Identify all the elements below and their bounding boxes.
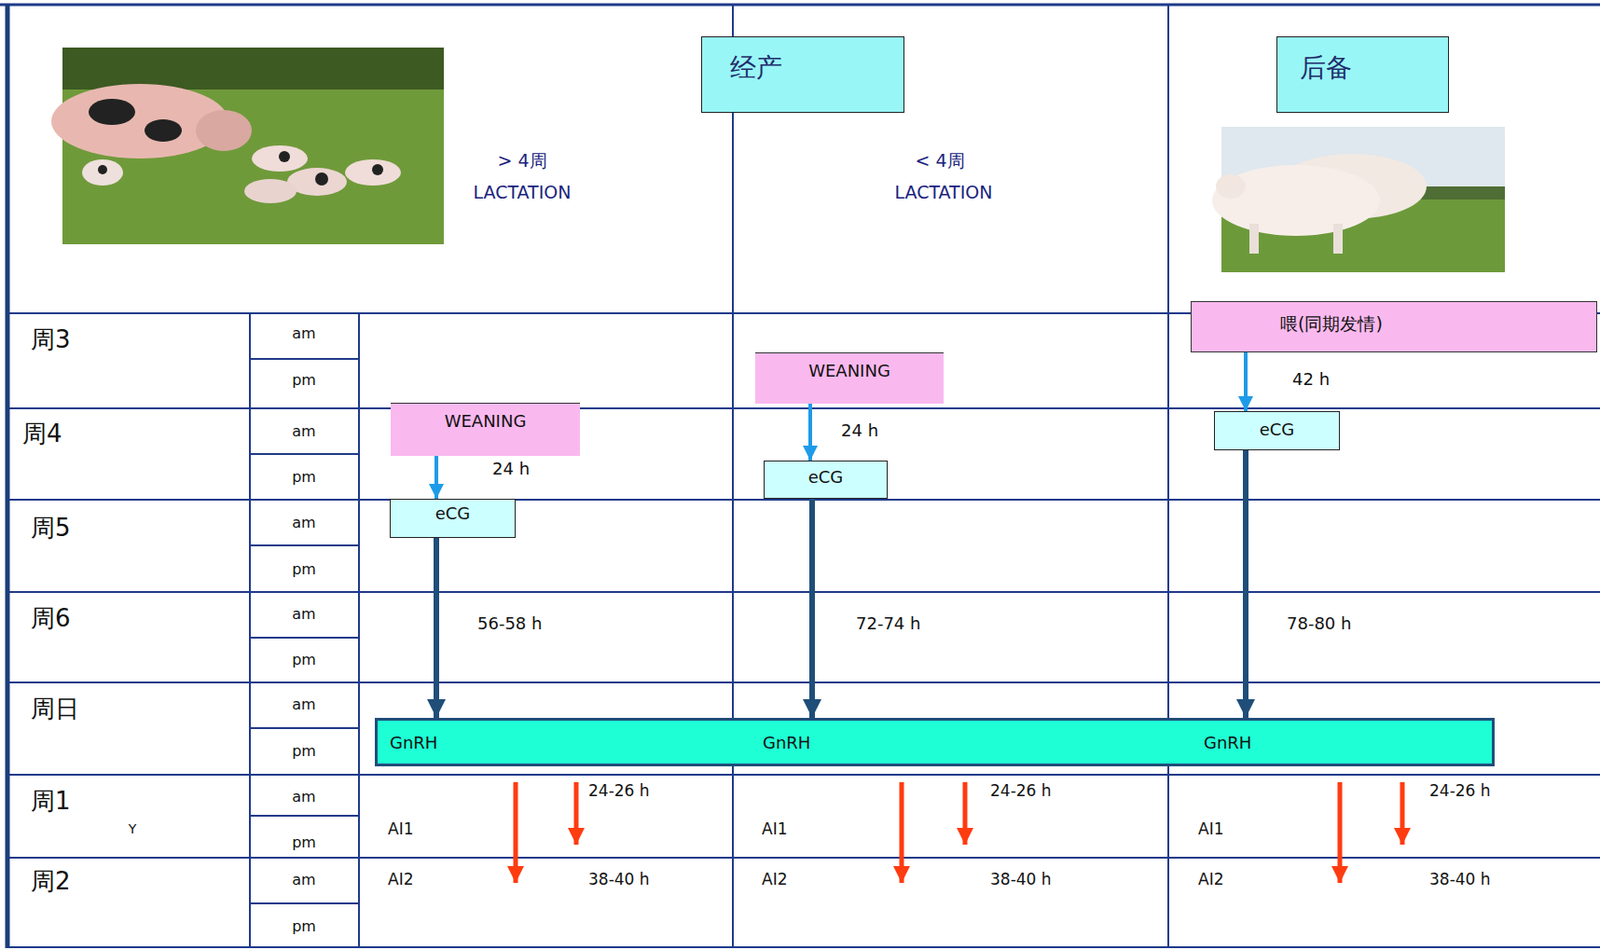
half-day-label: pm <box>291 833 317 852</box>
timing-arrow <box>1243 352 1248 412</box>
node-text: eCG <box>435 503 471 524</box>
half-day-label: am <box>291 513 316 532</box>
interval-label: 24 h <box>839 420 881 441</box>
interval-label: 56-58 h <box>475 613 544 634</box>
timing-arrow <box>1242 450 1249 718</box>
lactation-label: LACTATION <box>895 181 994 203</box>
half-day-label: pm <box>291 468 317 486</box>
interval-label: 42 h <box>1290 369 1332 389</box>
node-text: GnRH <box>762 732 811 753</box>
day-label: 周2 <box>30 865 71 898</box>
interval-label: 24-26 h <box>990 781 1052 800</box>
node-text: WEANING <box>444 411 527 431</box>
interval-label: 24-26 h <box>1429 781 1491 800</box>
hormone-box: eCG <box>1213 411 1340 451</box>
node-text: 经产 <box>730 50 783 86</box>
ai-arrows <box>515 782 1403 883</box>
gilt-photo <box>1212 126 1505 273</box>
interval-label: 72-74 h <box>854 613 923 634</box>
interval-label: 38-40 h <box>588 869 650 889</box>
node-text: WEANING <box>808 360 891 381</box>
half-day-label: pm <box>291 371 317 389</box>
interval-label: 24-26 h <box>588 781 650 800</box>
half-day-label: pm <box>291 742 317 760</box>
half-day-label: am <box>291 787 316 806</box>
interval-label: 38-40 h <box>990 869 1052 889</box>
half-day-label: am <box>291 422 316 441</box>
timing-arrow <box>434 455 439 499</box>
event-box: WEANING <box>390 402 580 456</box>
interval-label: 78-80 h <box>1284 613 1353 634</box>
node-text: GnRH <box>389 732 438 753</box>
hormone-box: eCG <box>389 498 516 538</box>
insemination-label: AI2 <box>387 869 414 889</box>
node-text: eCG <box>1259 419 1296 440</box>
day-label: 周3 <box>30 323 71 357</box>
sow-photo <box>51 47 444 245</box>
insemination-label: AI1 <box>761 819 787 839</box>
node-text: eCG <box>808 467 844 487</box>
group-header: 后备 <box>1276 36 1449 113</box>
day-label: 周5 <box>30 511 71 545</box>
event-box: WEANING <box>755 352 944 404</box>
hormone-box: eCG <box>763 460 888 499</box>
lactation-label: > 4周 <box>496 149 547 174</box>
half-day-label: pm <box>291 917 317 936</box>
half-day-label: pm <box>291 560 317 579</box>
event-box: 喂(同期发情) <box>1190 301 1598 353</box>
day-label: 周6 <box>30 602 71 635</box>
day-label: 周日 <box>30 692 80 726</box>
half-day-label: am <box>291 605 316 623</box>
lactation-label: LACTATION <box>473 181 572 203</box>
insemination-label: AI1 <box>387 819 414 839</box>
day-label: 周4 <box>22 417 63 451</box>
interval-label: 38-40 h <box>1429 869 1491 889</box>
group-header: 经产 <box>701 36 905 113</box>
note-label: Y <box>128 821 138 837</box>
timing-arrow <box>433 537 440 718</box>
half-day-label: pm <box>291 650 317 669</box>
lactation-label: < 4周 <box>914 149 965 174</box>
interval-label: 24 h <box>490 458 532 479</box>
node-text: 后备 <box>1299 50 1352 86</box>
timing-arrow <box>809 498 815 718</box>
half-day-label: am <box>291 870 316 889</box>
hormone-band: GnRH GnRH GnRH <box>374 717 1495 767</box>
insemination-label: AI2 <box>1198 869 1224 889</box>
insemination-label: AI1 <box>1198 819 1224 839</box>
node-text: GnRH <box>1203 732 1252 753</box>
day-label: 周1 <box>30 785 71 818</box>
half-day-label: am <box>291 695 316 714</box>
insemination-label: AI2 <box>761 869 787 889</box>
node-text: 喂(同期发情) <box>1280 312 1383 337</box>
half-day-label: am <box>291 324 316 343</box>
timing-arrow <box>808 403 813 461</box>
